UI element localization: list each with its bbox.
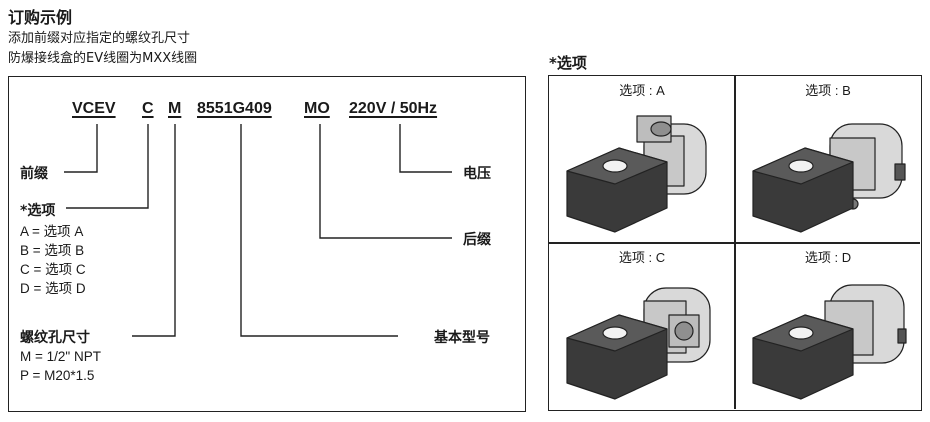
code-prefix: VCEV — [72, 100, 116, 117]
code-option: C — [142, 100, 154, 117]
code-base-model: 8551G409 — [197, 100, 272, 117]
option-item: B = 选项 B — [20, 243, 85, 258]
solenoid-valve-image-b — [752, 123, 906, 233]
label-option: *选项 — [20, 203, 56, 219]
label-suffix: 后缀 — [463, 232, 491, 248]
code-voltage: 220V / 50Hz — [349, 100, 438, 117]
label-voltage: 电压 — [463, 166, 491, 182]
option-cell-b: 选项 : B — [735, 76, 921, 242]
label-base-model: 基本型号 — [434, 330, 490, 346]
option-list: A = 选项 A B = 选项 B C = 选项 C D = 选项 D — [20, 222, 86, 298]
thread-list: M = 1/2" NPT P = M20*1.5 — [20, 347, 101, 385]
option-item: D = 选项 D — [20, 281, 86, 296]
code-thread: M — [168, 100, 182, 117]
intro-line-1: 添加前缀对应指定的螺纹孔尺寸 — [8, 31, 191, 46]
ordering-example-box — [8, 76, 526, 412]
options-panel-title: *选项 — [549, 54, 587, 72]
option-item: C = 选项 C — [20, 262, 86, 277]
solenoid-valve-image-c — [566, 287, 711, 400]
code-suffix: MO — [304, 100, 330, 117]
option-cell-d: 选项 : D — [735, 243, 921, 409]
thread-item: P = M20*1.5 — [20, 368, 95, 383]
solenoid-valve-image-a — [566, 115, 707, 233]
intro-line-2: 防爆接线盒的EV线圈为MXX线圈 — [8, 51, 198, 66]
solenoid-valve-image-d — [752, 284, 907, 400]
thread-item: M = 1/2" NPT — [20, 349, 101, 364]
option-cell-label: 选项 : A — [619, 83, 665, 98]
option-cell-label: 选项 : B — [805, 83, 851, 98]
option-cell-label: 选项 : C — [618, 250, 666, 265]
option-cell-a: 选项 : A — [549, 76, 735, 242]
page-title: 订购示例 — [8, 8, 73, 27]
option-item: A = 选项 A — [20, 224, 84, 239]
label-thread: 螺纹孔尺寸 — [20, 330, 90, 346]
label-prefix: 前缀 — [20, 166, 48, 182]
option-cell-label: 选项 : D — [804, 250, 852, 265]
option-cell-c: 选项 : C — [549, 243, 735, 409]
options-grid: 选项 : A 选项 : B — [548, 75, 922, 411]
